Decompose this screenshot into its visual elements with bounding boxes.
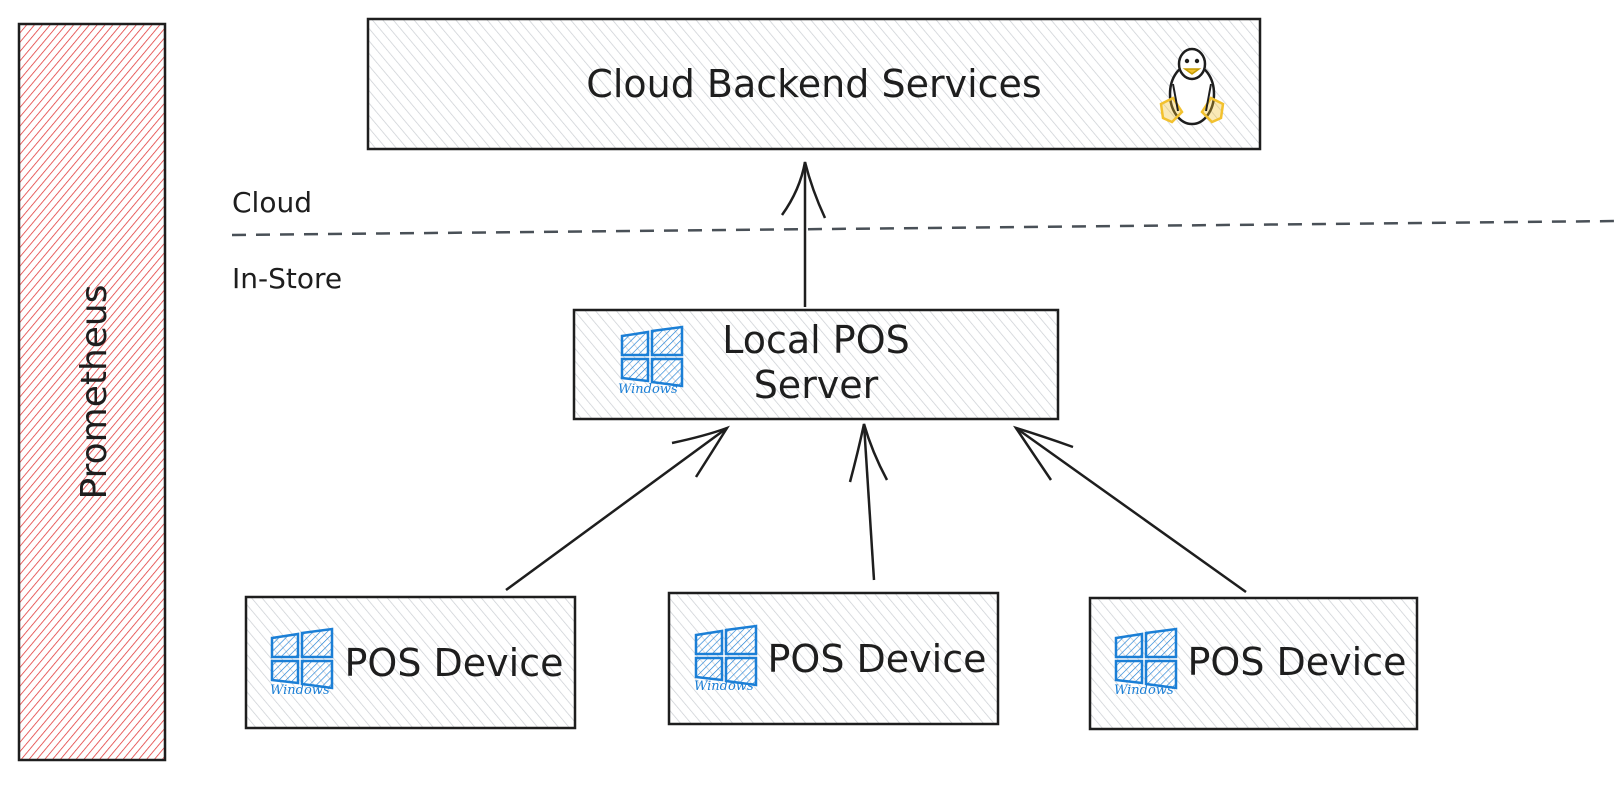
- windows-label: Windows: [1114, 683, 1174, 698]
- pos-device-label: POS Device: [768, 637, 987, 681]
- pos-device-box-2: Windows POS Device: [667, 591, 1000, 726]
- local-pos-server-box: Windows Local POS Server: [572, 308, 1060, 421]
- pos-device-box-3: Windows POS Device: [1088, 596, 1419, 731]
- prometheus-sidebar: Prometheus: [17, 22, 167, 762]
- arrow-server-to-cloud: [780, 161, 827, 307]
- windows-label: Windows: [694, 679, 754, 694]
- cloud-store-divider: [231, 219, 1620, 237]
- zone-label-cloud: Cloud: [232, 186, 312, 219]
- zone-label-in-store: In-Store: [232, 262, 342, 295]
- prometheus-label: Prometheus: [74, 285, 115, 500]
- windows-label: Windows: [270, 683, 330, 698]
- pos-device-label: POS Device: [345, 641, 564, 685]
- arrow-device2-to-server: [848, 423, 889, 581]
- cloud-backend-box: Cloud Backend Services: [366, 17, 1262, 151]
- server-label-line1: Local POS: [722, 318, 910, 362]
- server-label-line2: Server: [754, 363, 879, 407]
- pos-device-label: POS Device: [1188, 640, 1407, 684]
- arrow-device3-to-server: [1013, 425, 1247, 594]
- linux-tux-icon: [1159, 47, 1225, 126]
- arrow-device1-to-server: [505, 425, 730, 592]
- windows-label: Windows: [618, 382, 678, 397]
- cloud-backend-label: Cloud Backend Services: [586, 62, 1041, 106]
- pos-device-box-1: Windows POS Device: [244, 595, 577, 730]
